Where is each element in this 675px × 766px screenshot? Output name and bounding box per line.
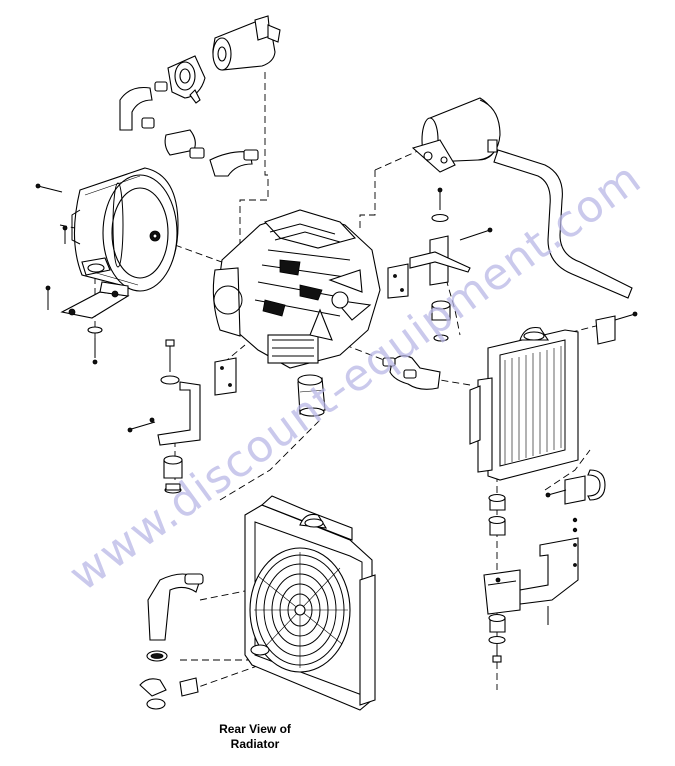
exhaust-pipe [493,149,633,299]
lower-hoses [139,573,270,710]
radiator-hose [382,355,441,390]
engine-mount-bracket [127,339,237,446]
fan-shroud [249,547,351,673]
air-cleaner-housing [71,167,179,292]
oil-filter [297,374,326,417]
radiator [469,311,638,505]
caption-line-1: Rear View of [219,722,291,736]
radiator-bracket [483,493,579,663]
muffler [411,97,501,173]
engine [212,209,381,369]
figure-caption: Rear View of Radiator [180,722,330,752]
engine-mount-bracket-right [387,187,493,342]
air-cleaner-bracket [35,183,130,365]
caption-line-2: Radiator [230,737,280,751]
air-filter-assembly [119,15,281,177]
rubber-mount [163,455,183,494]
